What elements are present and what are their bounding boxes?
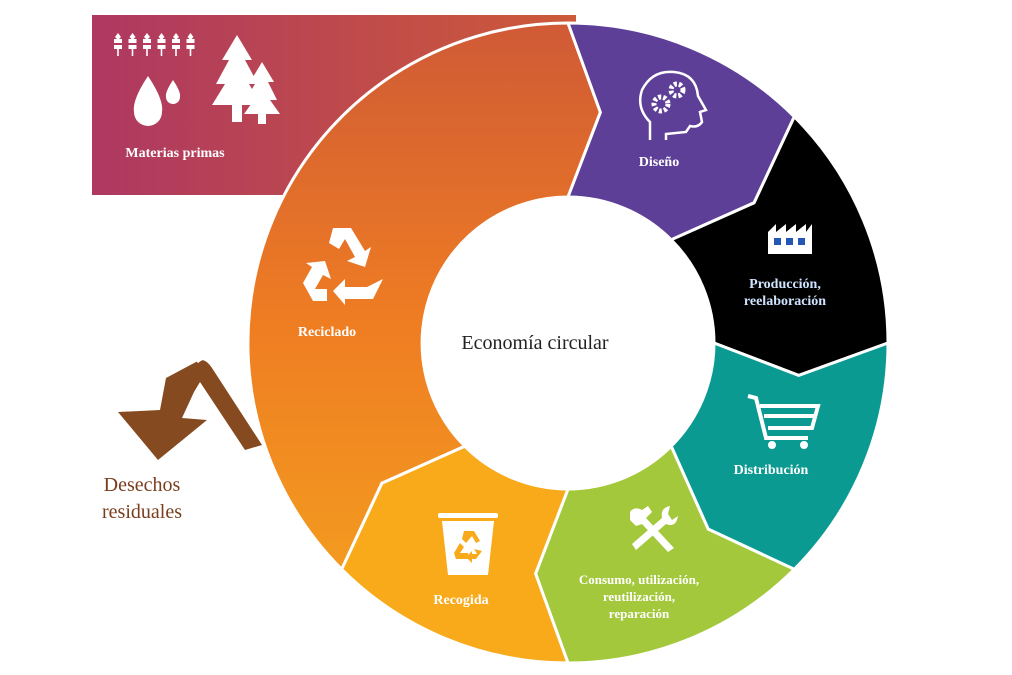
head-gears-icon — [639, 70, 708, 140]
wheat-icon — [114, 33, 195, 56]
consumption-label-line2: reutilización, — [602, 589, 676, 604]
wheat-stalk — [157, 33, 166, 56]
wheat-stalk — [172, 33, 180, 56]
wheat-stalk — [128, 33, 137, 56]
wheat-stalk — [143, 33, 151, 56]
distribution-label: Distribución — [733, 463, 809, 478]
center-circle — [422, 197, 714, 489]
shopping-cart-icon — [747, 394, 821, 449]
recycle-bin-icon — [438, 513, 498, 575]
trees-icon — [212, 35, 280, 124]
tools-icon — [630, 506, 678, 552]
production-label-line1: Producción, — [749, 277, 821, 292]
waste-label-line2: residuales — [102, 501, 182, 523]
collection-label: Recogida — [433, 593, 489, 608]
waste-label: Desechos residuales — [102, 472, 182, 526]
recycle-icon — [303, 228, 383, 305]
design-label: Diseño — [638, 155, 680, 170]
production-label: Producción, reelaboración — [744, 276, 826, 310]
recycling-label: Reciclado — [297, 325, 357, 340]
consumption-label-line3: reparación — [608, 606, 670, 621]
wheat-stalk — [186, 33, 195, 56]
consumption-label-line1: Consumo, utilización, — [578, 572, 700, 587]
wheat-stalk — [114, 33, 122, 56]
waste-label-line1: Desechos — [103, 474, 181, 496]
raw-materials-label: Materias primas — [125, 146, 225, 161]
consumption-label: Consumo, utilización, reutilización, rep… — [579, 571, 699, 622]
production-label-line2: reelaboración — [743, 294, 827, 309]
factory-icon — [768, 224, 812, 254]
water-drops-icon — [133, 76, 181, 126]
center-title: Economía circular — [461, 332, 609, 354]
waste-arrow — [118, 360, 262, 460]
